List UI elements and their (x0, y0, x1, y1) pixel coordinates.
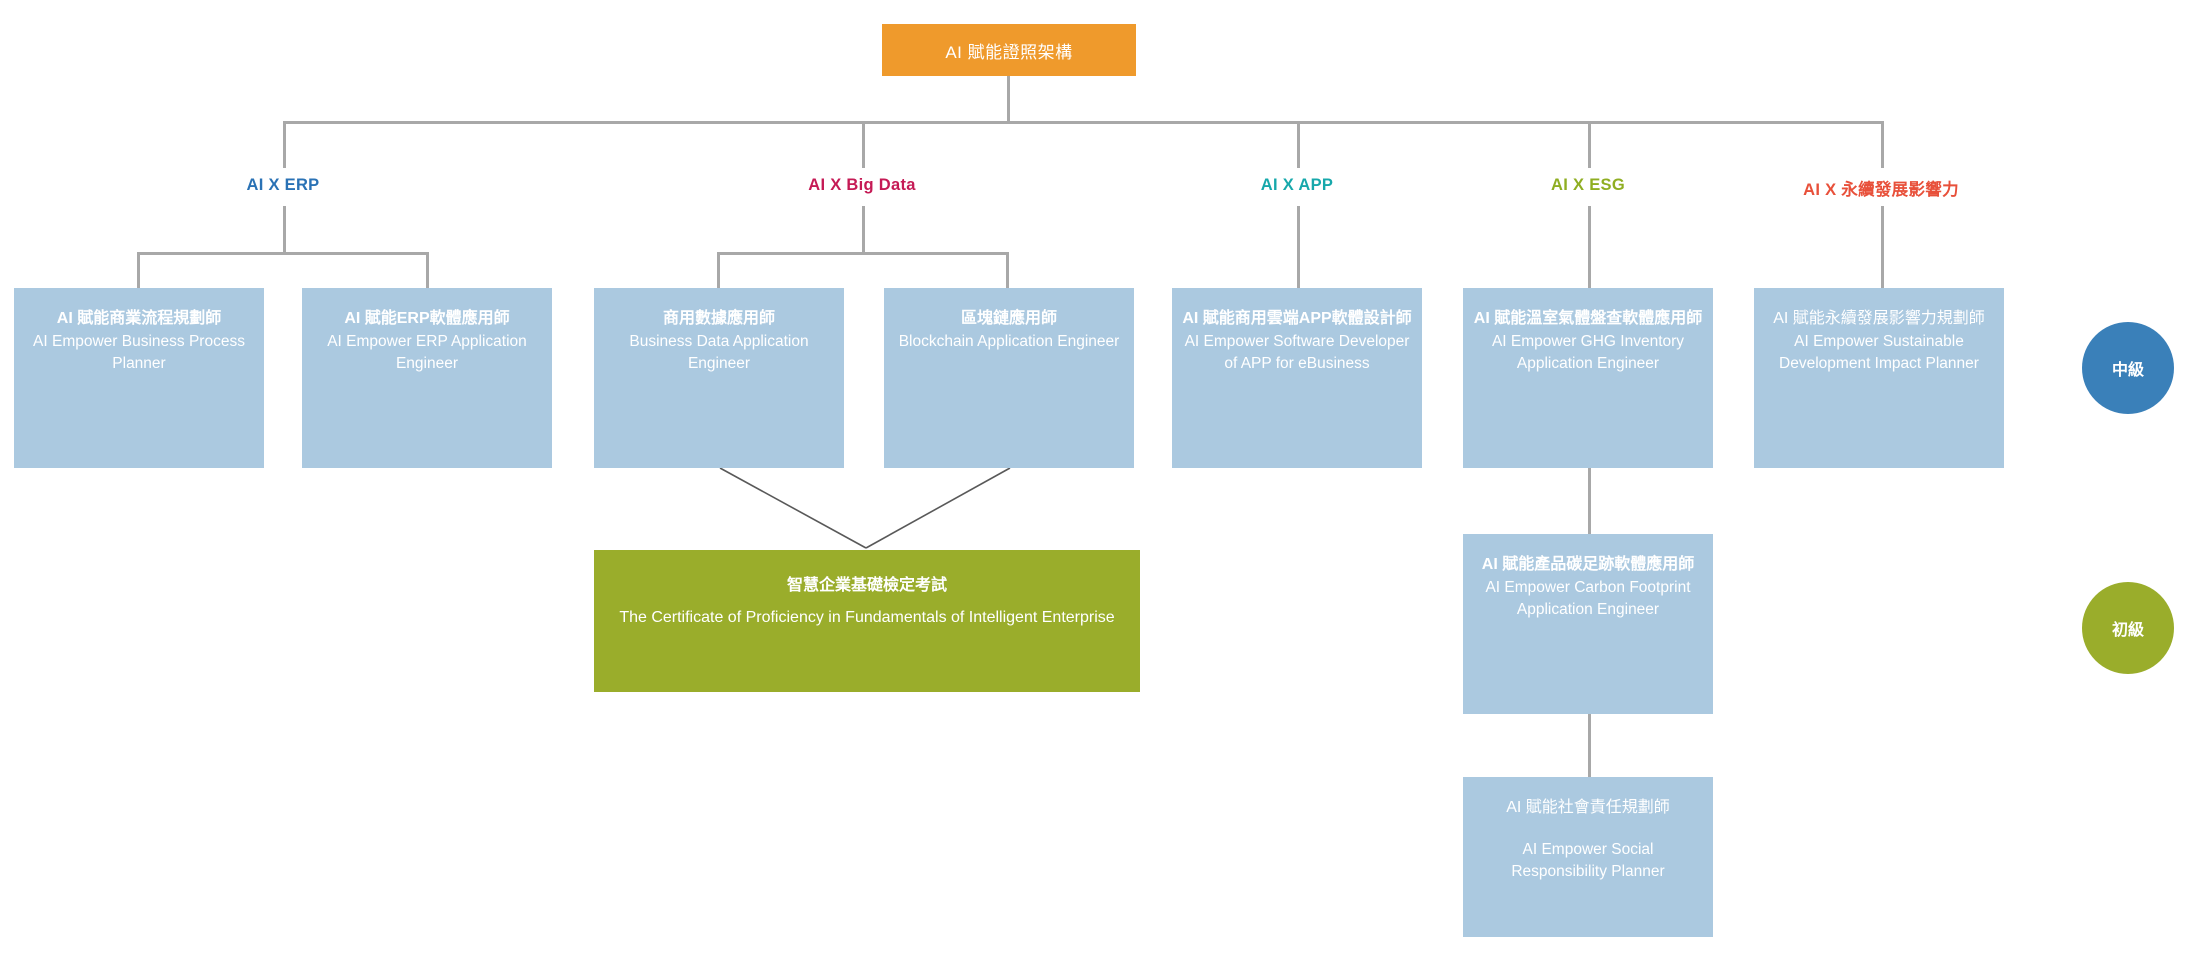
cert-card-blockchain-application-engineer[interactable]: 區塊鏈應用師 Blockchain Application Engineer (884, 288, 1134, 468)
connector-erp-right-drop (426, 252, 429, 288)
connector-drop-sustain (1881, 121, 1884, 168)
root-node[interactable]: AI 賦能證照架構 (882, 24, 1136, 76)
connector-drop-app (1297, 121, 1300, 168)
cert-card-sustainable-development-impact-planner[interactable]: AI 賦能永續發展影響力規劃師 AI Empower Sustainable D… (1754, 288, 2004, 468)
exam-node-title-zh: 智慧企業基礎檢定考試 (786, 577, 947, 594)
cert-card-ghg-inventory-application-engineer[interactable]: AI 賦能溫室氣體盤查軟體應用師 AI Empower GHG Inventor… (1463, 288, 1713, 468)
level-badge-label: 初級 (2111, 622, 2144, 639)
category-label-app[interactable]: AI X APP (1260, 176, 1334, 194)
connector-erp-left-drop (137, 252, 140, 288)
connector-erp-stem (283, 206, 286, 253)
cert-card-app-software-developer[interactable]: AI 賦能商用雲端APP軟體設計師 AI Empower Software De… (1172, 288, 1422, 468)
cert-card-title-zh: 區塊鏈應用師 (960, 310, 1057, 327)
level-badge-label: 中級 (2111, 362, 2144, 379)
level-badge-beginner[interactable]: 初級 (2082, 582, 2174, 674)
cert-card-title-zh: AI 賦能溫室氣體盤查軟體應用師 (1473, 310, 1703, 327)
cert-card-social-responsibility-planner[interactable]: AI 賦能社會責任規劃師 AI Empower Social Responsib… (1463, 777, 1713, 937)
cert-card-title-en: AI Empower Social Responsibility Planner (1511, 840, 1665, 880)
connector-esg-stem (1588, 206, 1591, 288)
cert-card-title-en: AI Empower GHG Inventory Application Eng… (1491, 332, 1685, 372)
cert-card-title-zh: AI 賦能商用雲端APP軟體設計師 (1182, 310, 1412, 327)
connector-sustain-stem (1881, 206, 1884, 288)
cert-card-title-en: AI Empower ERP Application Engineer (327, 332, 527, 372)
cert-card-title-zh: 商用數據應用師 (662, 310, 775, 327)
connector-bigdata-right-drop (1006, 252, 1009, 288)
category-label-esg[interactable]: AI X ESG (1551, 176, 1625, 194)
cert-card-title-en: AI Empower Software Developer of APP for… (1184, 332, 1410, 372)
cert-card-title-zh: AI 賦能商業流程規劃師 (56, 310, 222, 327)
cert-card-title-en: Business Data Application Engineer (629, 332, 809, 372)
connector-app-stem (1297, 206, 1300, 288)
cert-card-business-data-application-engineer[interactable]: 商用數據應用師 Business Data Application Engine… (594, 288, 844, 468)
exam-node[interactable]: 智慧企業基礎檢定考試 The Certificate of Proficienc… (594, 550, 1140, 692)
cert-card-title-zh: AI 賦能永續發展影響力規劃師 (1773, 310, 1985, 327)
cert-card-title-zh: AI 賦能產品碳足跡軟體應用師 (1481, 556, 1695, 573)
connector-bigdata-left-drop (717, 252, 720, 288)
connector-main-bus (283, 121, 1884, 124)
category-label-big-data[interactable]: AI X Big Data (808, 176, 916, 194)
connector-drop-esg (1588, 121, 1591, 168)
connector-esg-chain-2 (1588, 712, 1591, 777)
category-label-sustainability[interactable]: AI X 永續發展影響力 (1803, 181, 1959, 199)
cert-card-title-zh: AI 賦能社會責任規劃師 (1506, 799, 1670, 816)
cert-card-title-en: AI Empower Business Process Planner (33, 332, 245, 372)
connector-drop-erp (283, 121, 286, 168)
cert-card-title-en: AI Empower Sustainable Development Impac… (1779, 332, 1979, 372)
cert-card-erp-application-engineer[interactable]: AI 賦能ERP軟體應用師 AI Empower ERP Application… (302, 288, 552, 468)
cert-card-title-en: AI Empower Carbon Footprint Application … (1485, 578, 1691, 618)
connector-esg-chain-1 (1588, 467, 1591, 560)
exam-node-title-en: The Certificate of Proficiency in Fundam… (619, 609, 1115, 626)
cert-card-carbon-footprint-application-engineer[interactable]: AI 賦能產品碳足跡軟體應用師 AI Empower Carbon Footpr… (1463, 534, 1713, 714)
cert-card-title-en: Blockchain Application Engineer (898, 332, 1120, 350)
connector-erp-split (137, 252, 429, 255)
connector-bigdata-stem (862, 206, 865, 253)
root-node-label: AI 賦能證照架構 (945, 42, 1073, 62)
connector-bigdata-split (717, 252, 1009, 255)
cert-card-business-process-planner[interactable]: AI 賦能商業流程規劃師 AI Empower Business Process… (14, 288, 264, 468)
connector-root-stem (1007, 76, 1010, 122)
connector-drop-bigdata (862, 121, 865, 168)
category-label-erp[interactable]: AI X ERP (246, 176, 320, 194)
cert-card-title-zh: AI 賦能ERP軟體應用師 (344, 310, 510, 327)
level-badge-intermediate[interactable]: 中級 (2082, 322, 2174, 414)
